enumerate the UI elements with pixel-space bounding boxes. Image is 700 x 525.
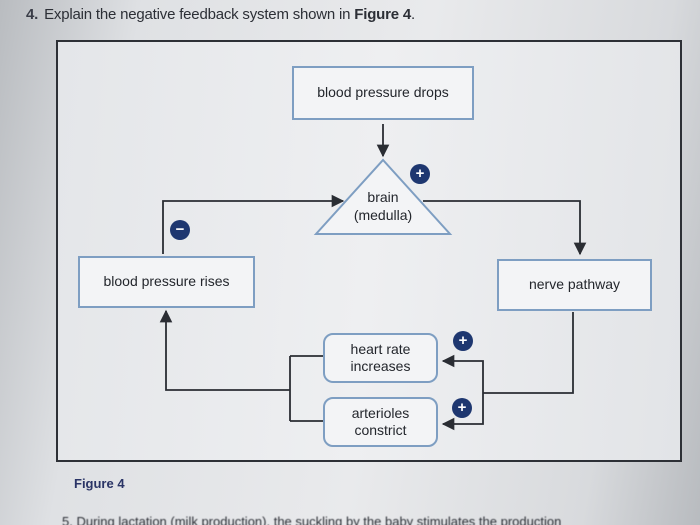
next-question-text: 5. During lactation (milk production), t… — [62, 514, 562, 525]
brain-label-line1: brain — [367, 189, 399, 205]
response-label: blood pressure rises — [103, 273, 230, 290]
arrow-to-arterioles — [441, 393, 484, 431]
heart-rate-box: heart rate increases — [323, 333, 438, 383]
arterioles-box: arterioles constrict — [323, 397, 438, 447]
nerve-pathway-box: nerve pathway — [497, 259, 652, 311]
brain-label-line2: (medulla) — [353, 207, 413, 224]
plus-badge-arterioles: + — [452, 398, 472, 418]
stimulus-label: blood pressure drops — [317, 84, 449, 101]
plus-badge-heart-rate: + — [453, 331, 473, 351]
stimulus-box: blood pressure drops — [292, 66, 474, 120]
minus-badge-response: − — [170, 220, 190, 240]
arrow-to-heart-rate — [441, 354, 484, 393]
figure-reference: Figure 4 — [354, 6, 412, 23]
plus-badge-brain: + — [410, 164, 430, 184]
figure-caption: Figure 4 — [74, 476, 125, 491]
heart-rate-line1: heart rate — [350, 340, 411, 357]
nerve-pathway-label: nerve pathway — [528, 276, 621, 293]
arrow-effectors-to-response — [159, 309, 290, 391]
question-4: 4. Explain the negative feedback system s… — [26, 6, 415, 23]
question-number: 4. — [26, 6, 39, 23]
response-box: blood pressure rises — [78, 256, 255, 308]
heart-rate-line2: increases — [350, 358, 411, 374]
line-pathway-down — [483, 312, 574, 394]
arrow-brain-to-pathway — [423, 200, 587, 256]
question-text: Explain the negative feedback system sho… — [44, 6, 355, 23]
arterioles-line1: arterioles — [351, 404, 410, 421]
brain-triangle — [313, 158, 453, 235]
brain-label: brain (medulla) — [333, 188, 433, 224]
question-end: . — [411, 6, 415, 23]
arrow-response-to-brain — [162, 194, 345, 254]
arterioles-line2: constrict — [354, 422, 407, 438]
